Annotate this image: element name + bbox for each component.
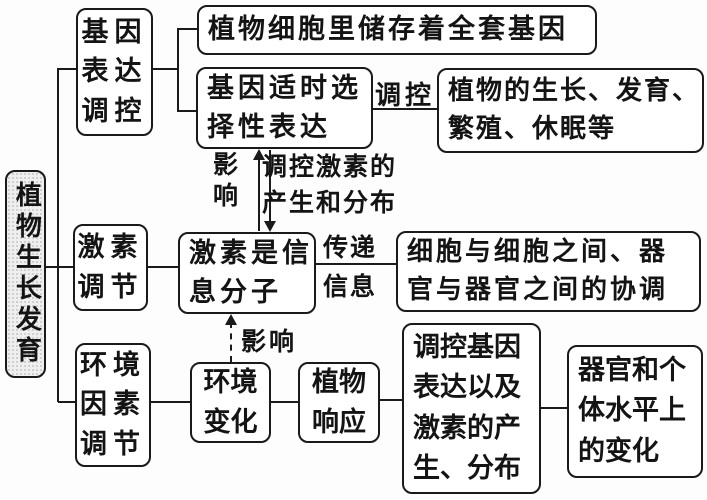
branch-to-storage-line [178,28,197,30]
envchange-to-response-line [271,401,298,403]
response-to-regulation-line [380,399,402,401]
expression-to-growth-line [373,108,437,110]
env-influence-dashed-line [230,322,232,362]
signal-to-coordination-line [316,263,396,265]
node-growth-outcome: 植物的生长、发育、 繁殖、休眠等 [437,68,704,153]
node-gene-expression-regulation: 基因 表达 调控 [76,8,153,136]
regulate-down-arrow-line [269,150,271,223]
regulate-down-arrowhead-icon [264,221,276,232]
edge-label-information: 信息 [323,272,378,301]
node-gene-storage: 植物细胞里储存着全套基因 [197,5,597,55]
envcat-to-envchange-line [151,401,190,403]
trunk-to-gene-line [58,68,76,70]
influence-up-arrowhead-icon [253,149,265,160]
edge-label-regulate-hormone-production: 调控激素的 产生和分布 [262,152,398,217]
edge-label-transmit: 传递 [323,233,378,262]
trunk-to-env-line [58,401,75,403]
edge-label-influence-vertical: 影响 [209,151,239,213]
branch-to-expression-line [178,110,196,112]
env-influence-arrowhead-icon [225,314,237,325]
influence-up-arrow-line [258,157,260,231]
node-cell-organ-coordination: 细胞与细胞之间、器 官与器官之间的协调 [396,231,701,312]
node-gene-selective-expression: 基因适时选 择性表达 [196,67,373,149]
gene-branch-vertical-line [177,28,179,112]
edge-label-influence-env: 影响 [241,327,298,356]
trunk-vertical-line [57,68,59,402]
edge-label-regulate: 调控 [375,81,436,111]
node-plant-growth-development: 植物生长发育 [5,170,46,378]
node-plant-response: 植物 响应 [298,362,380,443]
node-organ-individual-change: 器官和个 体水平上 的变化 [567,345,703,478]
node-environment-factor-regulation: 环境 因素 调节 [75,343,151,467]
regulation-to-organ-line [541,407,567,409]
node-hormone-signal-molecule: 激素是信 息分子 [178,232,316,314]
node-gene-hormone-regulation: 调控基因 表达以及 激素的产 生、分布 [402,323,541,494]
gene-to-branch-line [153,68,178,70]
node-hormone-regulation: 激素 调节 [73,224,148,311]
node-environment-change: 环境 变化 [190,362,271,443]
